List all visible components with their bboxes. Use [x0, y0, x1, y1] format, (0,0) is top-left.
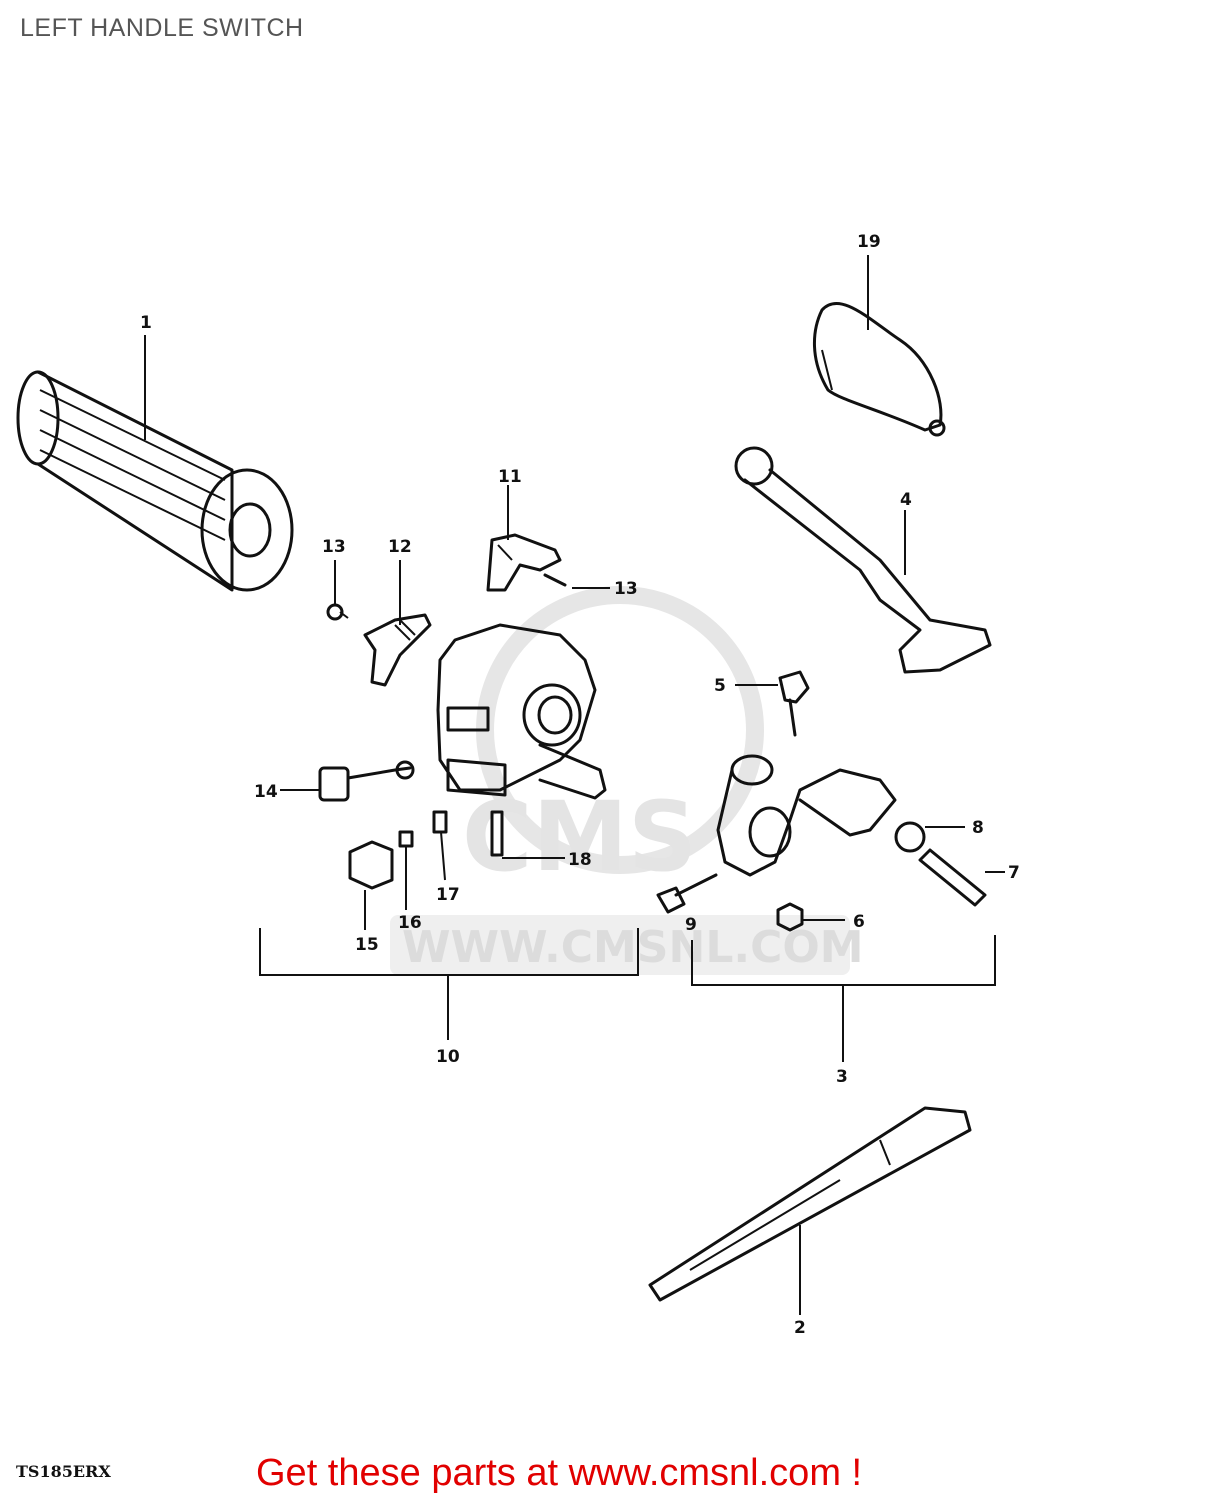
- callout-9: 9: [685, 915, 697, 935]
- wire-clip-part: [318, 760, 415, 802]
- callout-5: 5: [714, 676, 726, 696]
- band-part: [648, 1106, 972, 1302]
- callout-1: 1: [140, 313, 152, 333]
- model-code: TS185ERX: [16, 1462, 111, 1481]
- dimmer-knob-part: [363, 613, 432, 687]
- callout-labels: 1 19 4 11 12 13 13 14 15 16 17 18 10 5 8…: [140, 232, 1020, 1338]
- callout-13-right: 13: [614, 579, 638, 599]
- watermark: CMS WWW.CMSNL.COM: [390, 586, 864, 975]
- callout-11: 11: [498, 467, 522, 487]
- callout-17: 17: [436, 885, 460, 905]
- callout-13-left: 13: [322, 537, 346, 557]
- leader-lines: [144, 255, 1005, 1315]
- switch-knob-part: [486, 533, 562, 592]
- lever-holder-part: [716, 754, 897, 877]
- clutch-lever-part: [734, 446, 992, 674]
- callout-10: 10: [436, 1047, 460, 1067]
- grip-part: [16, 370, 294, 592]
- switch-housing-part: [436, 623, 607, 800]
- callout-8: 8: [972, 818, 984, 838]
- group-brackets: [259, 928, 996, 1062]
- lever-cover-part: [813, 302, 946, 437]
- callout-12: 12: [388, 537, 412, 557]
- callout-2: 2: [794, 1318, 806, 1338]
- callout-6: 6: [853, 912, 865, 932]
- callout-18: 18: [568, 850, 592, 870]
- connector-part: [348, 840, 394, 890]
- pivot-bolt-part: [778, 670, 810, 737]
- callout-7: 7: [1008, 863, 1020, 883]
- callout-16: 16: [398, 913, 422, 933]
- callout-3: 3: [836, 1067, 848, 1087]
- screw-small-part: [326, 573, 567, 621]
- callout-15-top: 15: [355, 935, 379, 955]
- holder-fasteners: [656, 821, 987, 932]
- watermark-logo: CMS: [462, 781, 697, 893]
- callout-19: 19: [857, 232, 881, 252]
- callout-4: 4: [900, 490, 912, 510]
- callout-14: 14: [254, 782, 278, 802]
- watermark-text: WWW.CMSNL.COM: [402, 922, 864, 973]
- cta-link[interactable]: Get these parts at www.cmsnl.com !: [256, 1452, 863, 1494]
- page-title: LEFT HANDLE SWITCH: [20, 14, 304, 42]
